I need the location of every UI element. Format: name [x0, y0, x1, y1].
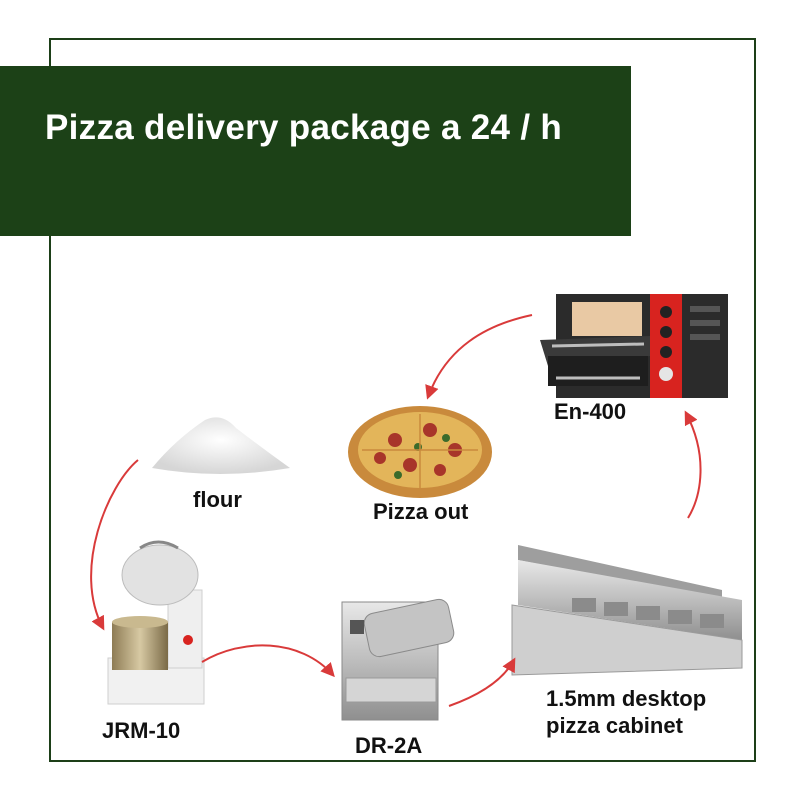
mixer-label: JRM-10 [102, 718, 181, 743]
press-label: DR-2A [355, 733, 423, 758]
press-image [341, 598, 455, 721]
mixer-image [107, 540, 205, 705]
title-banner [0, 66, 631, 236]
arrow-mixer-to-press [201, 644, 335, 678]
oven-label: En-400 [554, 399, 627, 424]
arrow-flour-to-mixer [90, 459, 139, 631]
arrow-press-to-cabinet [448, 657, 516, 707]
pizza-image [348, 406, 492, 498]
outer-frame [49, 38, 756, 762]
cabinet-image [511, 545, 743, 676]
oven-image [540, 294, 728, 398]
arrow-cabinet-to-oven [684, 410, 702, 519]
cabinet-label-line2: pizza cabinet [546, 713, 683, 738]
page-title: Pizza delivery package a 24 / h [45, 108, 563, 147]
arrow-oven-to-pizza [425, 314, 533, 400]
flour-label: flour [193, 487, 242, 512]
cabinet-label-line1: 1.5mm desktop [546, 686, 707, 711]
pizza-label: Pizza out [373, 499, 469, 524]
flour-image [152, 417, 290, 474]
